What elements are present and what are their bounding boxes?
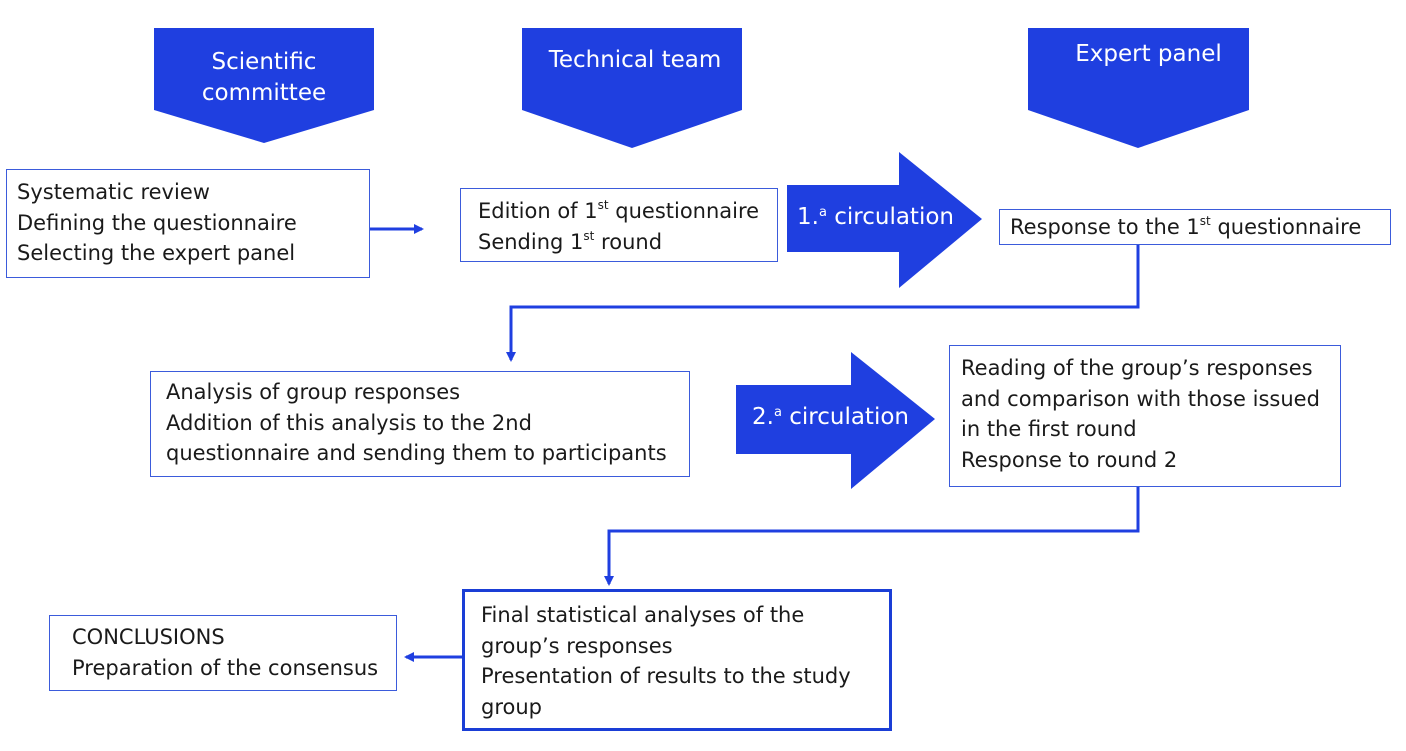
response1-tail: questionnaire [1210,215,1362,239]
box-reading-responses: Reading of the group’s responses and com… [949,345,1341,487]
box-analysis-group: Analysis of group responses Addition of … [150,371,690,477]
conclusions-line-1: CONCLUSIONS [72,625,225,649]
header-shape-expert [1028,28,1249,148]
edition-line-1-text: Edition of 1 [478,199,598,223]
response1-text: Response to the 1 [1010,215,1200,239]
circulation-label-2: 2.a circulation [752,404,909,430]
final-line-1: Final statistical analyses of the [481,603,805,627]
edition-line-2-text: Sending 1 [478,229,584,254]
review-line-2: Defining the questionnaire [17,210,297,235]
edition-line-1: Edition of 1st questionnaire [478,196,777,227]
conclusions-line-2: Preparation of the consensus [72,655,379,680]
header-technical-team: Technical team [522,45,748,76]
header-scientific-committee: Scientific committee [154,47,374,109]
circulation-1-sup: a [818,205,827,220]
circulation-2-text: 2. [752,404,774,430]
header-shape-technical [522,28,742,148]
circulation-1-tail: circulation [826,204,954,230]
circulation-arrow-1 [787,152,982,288]
final-line-2: group’s responses [481,633,673,658]
circulation-1-text: 1. [797,204,819,230]
box-final-analyses: Final statistical analyses of the group’… [462,589,892,731]
final-line-3: Presentation of results to the study [481,664,851,688]
header-scientific-line-2: committee [201,80,327,106]
reading-line-3: in the first round [961,417,1137,441]
response1-line: Response to the 1st questionnaire [1010,212,1390,243]
analysis-line-3: questionnaire and sending them to partic… [166,441,667,465]
circulation-2-tail: circulation [781,404,909,430]
circulation-label-1: 1.a circulation [797,204,954,230]
arrow-reading-to-final [604,487,1140,586]
box-conclusions: CONCLUSIONS Preparation of the consensus [49,615,397,691]
edition-line-2-tail: round [594,229,663,254]
review-line-1: Systematic review [17,180,210,204]
box-response-first: Response to the 1st questionnaire [999,209,1391,245]
header-expert-panel: Expert panel [1028,39,1269,70]
circulation-2-sup: a [773,405,782,420]
final-line-4: group [481,694,542,719]
analysis-line-2: Addition of this analysis to the 2nd [166,410,532,435]
reading-line-1: Reading of the group’s responses [961,356,1313,380]
edition-line-2-sup: st [583,228,595,243]
circulation-arrow-2 [736,352,935,489]
reading-line-2: and comparison with those issued [961,386,1320,411]
edition-line-2: Sending 1st round [478,227,777,258]
arrow-response1-to-analysis [506,245,1140,362]
box-edition-questionnaire: Edition of 1st questionnaire Sending 1st… [460,188,778,262]
edition-line-1-tail: questionnaire [608,199,760,223]
response1-sup: st [1199,214,1211,228]
edition-line-1-sup: st [597,198,609,212]
reading-line-4: Response to round 2 [961,447,1178,472]
analysis-line-1: Analysis of group responses [166,380,461,404]
review-line-3: Selecting the expert panel [17,241,296,265]
header-technical-line-1: Technical team [548,47,722,73]
header-shape-scientific [154,28,374,143]
box-systematic-review: Systematic review Defining the questionn… [6,169,370,278]
header-expert-line-1: Expert panel [1075,41,1222,67]
header-scientific-line-1: Scientific [211,49,317,75]
